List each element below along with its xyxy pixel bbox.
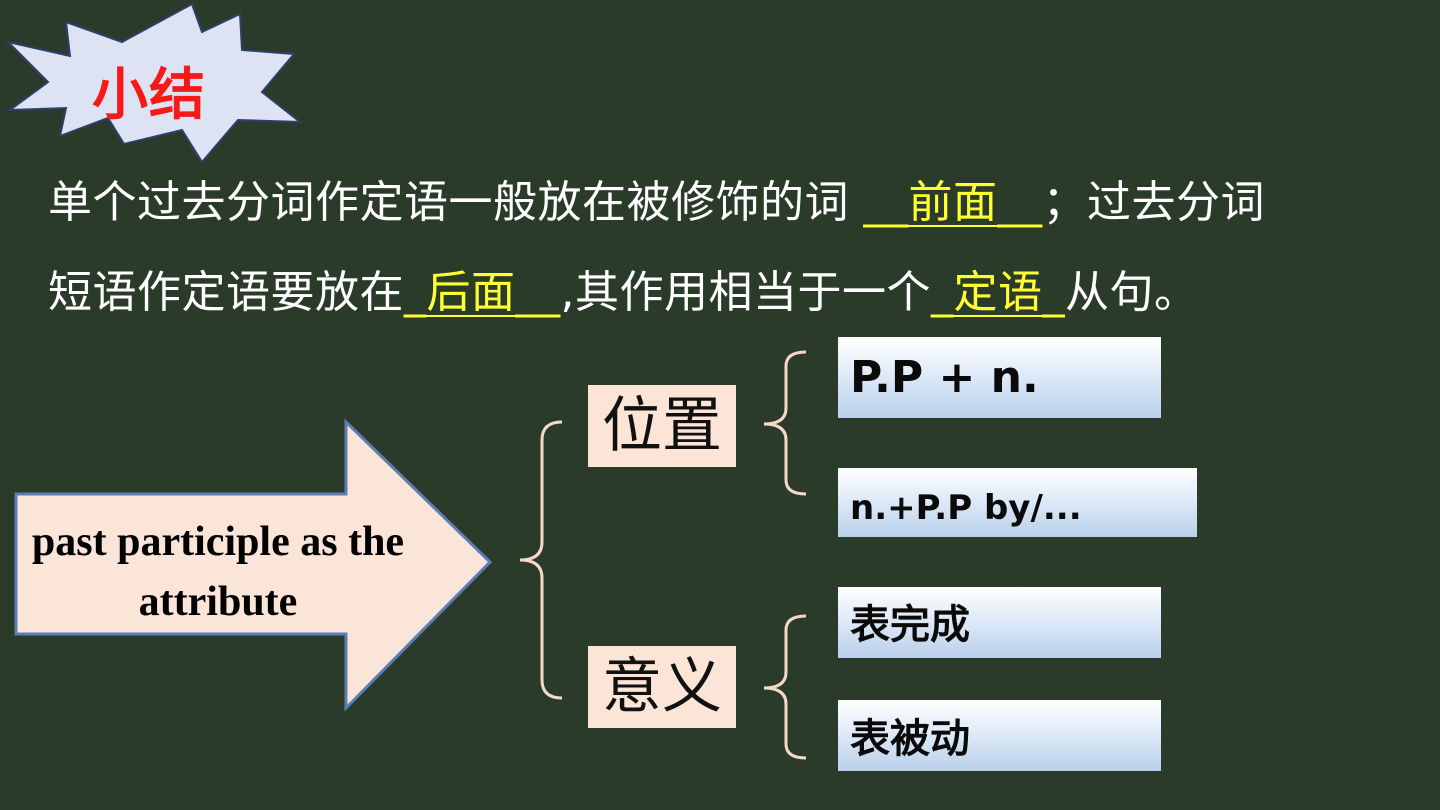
- category-meaning: 意义: [588, 646, 736, 728]
- meaning-brace: [763, 614, 807, 760]
- category-position: 位置: [588, 385, 736, 467]
- summary-text: 从句。: [1065, 267, 1199, 318]
- right-arrow-shape: [14, 418, 493, 712]
- summary-text: 短语作定语要放在: [48, 267, 404, 318]
- position-item-before-noun: P.P + n.: [838, 337, 1161, 418]
- summary-text: 单个过去分词作定语一般放在被修饰的词: [48, 177, 864, 228]
- meaning-item-completed: 表完成: [838, 587, 1161, 658]
- position-brace: [763, 350, 807, 496]
- answer-blank: __前面__: [863, 177, 1043, 228]
- root-concept-label: past participle as the attribute: [31, 519, 405, 625]
- answer-blank: _定语_: [931, 267, 1065, 318]
- starburst-badge: [4, 2, 302, 164]
- position-item-after-noun: n.+P.P by/...: [838, 468, 1197, 537]
- summary-text: ,其作用相当于一个: [560, 267, 931, 318]
- summary-line-2: 短语作定语要放在_后面__,其作用相当于一个_定语_从句。: [48, 256, 1199, 320]
- summary-text: ；过去分词: [1042, 177, 1265, 228]
- main-brace: [519, 420, 563, 700]
- answer-blank: _后面__: [404, 267, 561, 318]
- summary-line-1: 单个过去分词作定语一般放在被修饰的词 __前面__；过去分词: [48, 166, 1265, 230]
- page-title: 小结: [92, 63, 206, 128]
- meaning-item-passive: 表被动: [838, 700, 1161, 771]
